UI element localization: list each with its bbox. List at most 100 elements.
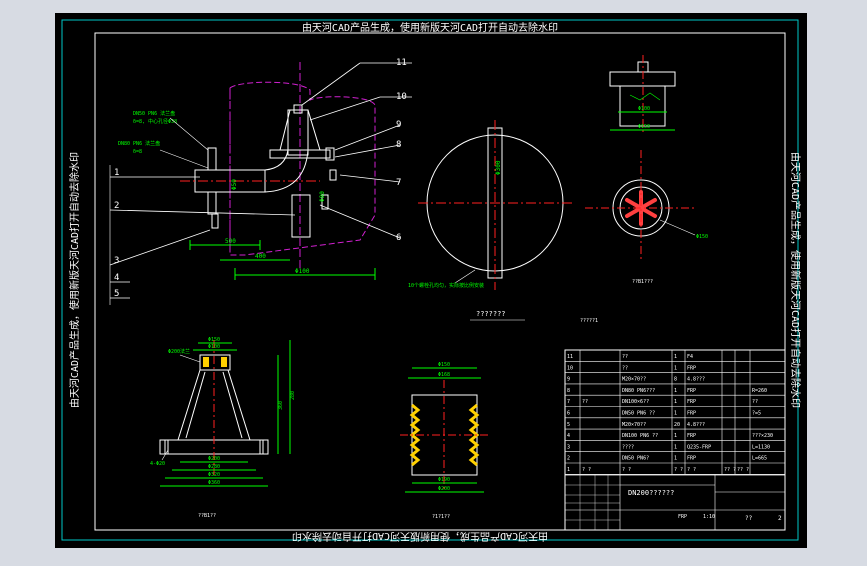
- bom-cell: 1: [674, 388, 677, 394]
- callout-7: 7: [396, 178, 401, 188]
- bom-cell: 1: [674, 444, 677, 450]
- drawing-no: DN200??????: [628, 489, 674, 497]
- detail-small-2: [321, 194, 329, 210]
- flange-top: [207, 147, 217, 171]
- svg-text:Φ200: Φ200: [208, 456, 220, 462]
- cone-view: Φ150 Φ100 Φ200 Φ280 Φ320 Φ360 360 280 Φ2…: [150, 337, 296, 519]
- svg-text:Φ320: Φ320: [208, 472, 220, 478]
- bom-cell: ? ?: [674, 467, 683, 473]
- disc-label-vertical: Φ300: [495, 160, 502, 175]
- cone-top-ring: [199, 354, 231, 371]
- bom-cell: 1: [674, 399, 677, 405]
- bom-cell: 10: [567, 365, 573, 371]
- bom-cell: 20: [674, 422, 680, 428]
- bom-cell: 11: [567, 354, 573, 360]
- tb-page: ??: [745, 515, 753, 522]
- bom-cell: FRP: [687, 399, 696, 405]
- elbow: [264, 149, 309, 193]
- watermark-left: 由天河CAD产品生成，使用新版天河CAD打开自动去除水印: [68, 152, 81, 408]
- main-notes: DN50 PN6 法兰盘 δ=8, 中心孔径Φ38 DN80 PN6 法兰盘 δ…: [118, 110, 177, 155]
- main-dim-d100: Φ100: [295, 268, 310, 275]
- bom-cell: 6: [567, 411, 570, 417]
- bom-cell: FRP: [687, 456, 696, 462]
- bom-cell: 9: [567, 377, 570, 383]
- cyl-dims: [405, 367, 484, 493]
- star-caption: ??B1???: [632, 279, 653, 285]
- cone-inner: [185, 371, 243, 439]
- bom-cell: Q235-FRP: [687, 444, 711, 450]
- watermark-right: 由天河CAD产品生成，使用新版天河CAD打开自动去除水印: [789, 152, 802, 408]
- watermark-bottom: 由天河CAD产品生成，使用新版天河CAD打开自动去除水印: [292, 530, 548, 543]
- svg-text:360: 360: [278, 401, 284, 410]
- callout-8: 8: [396, 140, 401, 150]
- bom-cell: R=260: [752, 388, 767, 394]
- bom-cell: 7: [567, 399, 570, 405]
- cone-dims: [160, 340, 291, 487]
- bom-cell: 1: [674, 456, 677, 462]
- bom-cell: DN100 PN6 ??: [622, 433, 658, 439]
- bom-cell: ?? ?: [724, 467, 736, 473]
- envelope-dashed: [229, 81, 376, 256]
- detail-small-1: [329, 169, 337, 181]
- callout-10: 10: [396, 92, 407, 102]
- callout-3: 3: [114, 256, 119, 266]
- bom-cell: DN50 PN6 ??: [622, 411, 655, 417]
- tr-dim-1: Φ100: [638, 106, 650, 112]
- bom-cell: 8: [674, 377, 677, 383]
- bom-cell: ????: [622, 444, 634, 450]
- disc-note: 10个螺栓孔均匀，实际按比例安装: [408, 282, 484, 289]
- svg-text:Φ200: Φ200: [438, 486, 450, 492]
- bom-grid: [564, 349, 786, 475]
- svg-text:Φ280: Φ280: [208, 464, 220, 470]
- bom-cell: F4: [687, 354, 693, 360]
- disc-caption: ???????: [476, 310, 506, 318]
- cone-bolt-l: [159, 439, 169, 455]
- bom-cell: ???×230: [752, 433, 773, 439]
- main-dim-d80: Φ80: [319, 191, 326, 202]
- inner-frame: [94, 32, 786, 531]
- riser-cap: [293, 104, 303, 114]
- tb-material: FRP: [678, 514, 687, 520]
- bom-cell: FRP: [687, 411, 696, 417]
- callout-1: 1: [114, 168, 119, 178]
- svg-text:DN50 PN6 法兰盘: DN50 PN6 法兰盘: [133, 110, 175, 117]
- cone-note-top: Φ200法兰: [168, 348, 190, 355]
- bom-cell: 3: [567, 444, 570, 450]
- bom-cell: ?? ?: [737, 467, 749, 473]
- bom-cell: 2: [567, 456, 570, 462]
- star-view: Φ150 ??B1???: [585, 150, 708, 285]
- svg-text:Φ150: Φ150: [208, 337, 220, 343]
- svg-text:Φ360: Φ360: [208, 480, 220, 486]
- tb-scale: 1:10: [703, 514, 715, 520]
- disc-caption2: ?????1: [580, 318, 598, 324]
- callout-leaders: [109, 62, 412, 299]
- callout-6: 6: [396, 233, 401, 243]
- main-dim-d50: Φ50: [231, 179, 238, 190]
- svg-text:280: 280: [290, 391, 296, 400]
- svg-text:Φ150: Φ150: [438, 362, 450, 368]
- top-right-view: Φ100 Φ150: [609, 55, 676, 135]
- bom-cell: DN50 PN6?: [622, 456, 649, 462]
- cone-caption: ??B1??: [198, 513, 216, 519]
- bom-cell: ? ?: [687, 467, 696, 473]
- svg-text:Φ168: Φ168: [438, 372, 450, 378]
- cylinder-view: Φ150 Φ168 Φ190 Φ200 ?1?1??: [400, 362, 490, 520]
- bom-cell: FRP: [687, 365, 696, 371]
- bom-cell: 5: [567, 422, 570, 428]
- flange-bolt: [211, 213, 219, 229]
- callout-5: 5: [114, 289, 119, 299]
- cone-top-hatch-r: [221, 357, 227, 367]
- main-dim-500: 500: [225, 238, 236, 245]
- title-block-frame: [564, 349, 786, 531]
- outer-frame: [61, 19, 799, 541]
- bom-cell: ??: [752, 399, 758, 405]
- bom-cell: 1: [674, 411, 677, 417]
- bom-cell: FRP: [687, 388, 696, 394]
- star-dim: Φ150: [696, 234, 708, 240]
- bom-cell: DN80 PN6???: [622, 388, 655, 394]
- bom-cell: M20×70??: [622, 377, 646, 383]
